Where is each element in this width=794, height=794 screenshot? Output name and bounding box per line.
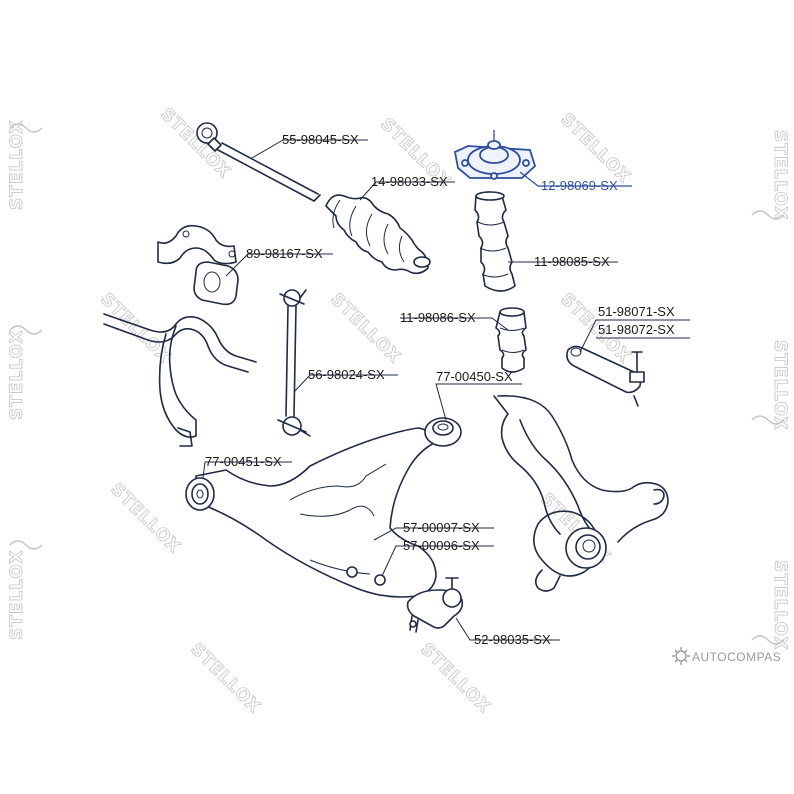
strut-dust-boot-part <box>474 191 516 292</box>
parts-layer <box>103 122 669 633</box>
watermark-logo-icon <box>9 325 43 335</box>
watermark-text: STELLOX <box>7 330 27 420</box>
callout-label-bump-stop: 11-98086-SX <box>400 310 476 325</box>
stabilizer-bushing-part <box>157 224 239 306</box>
tie-rod-end-part <box>566 345 645 407</box>
stabilizer-bar-part <box>103 313 257 447</box>
callout-label-steering-boot: 14-98033-SX <box>371 174 448 189</box>
watermark-text: STELLOX <box>770 560 790 650</box>
callout-label-control-arm-1: 57-00097-SX <box>403 520 480 535</box>
watermark-text: STELLOX <box>106 479 184 557</box>
callout-label-strut-dust-boot: 11-98085-SX <box>534 254 610 269</box>
watermark-logo-icon <box>751 635 785 645</box>
callout-label-ball-joint: 52-98035-SX <box>474 632 551 647</box>
watermark-text: STELLOX <box>7 120 27 210</box>
callout-labels: 55-98045-SX 14-98033-SX 12-98069-SX 89-9… <box>205 132 675 647</box>
callout-label-stabilizer-link: 56-98024-SX <box>308 367 385 382</box>
steering-knuckle-part <box>493 395 669 592</box>
watermark-text: STELLOX <box>96 289 174 367</box>
callout-label-tie-rod-end-2: 51-98072-SX <box>598 322 675 337</box>
arm-bushing-front-part <box>424 417 462 447</box>
callout-label-control-arm-2: 57-00096-SX <box>403 538 480 553</box>
watermark-text: STELLOX <box>416 639 494 717</box>
callout-label-arm-bushing-front: 77-00450-SX <box>436 369 513 384</box>
strut-mount-part <box>453 130 537 180</box>
watermark-text: STELLOX <box>326 289 404 367</box>
callout-label-strut-mount: 12-98069-SX <box>541 178 618 193</box>
watermark-text: STELLOX <box>556 109 634 187</box>
callout-label-tie-rod-end-1: 51-98071-SX <box>598 304 675 319</box>
brand-gear-icon <box>672 647 690 665</box>
callout-label-stabilizer-bushing: 89-98167-SX <box>246 246 323 261</box>
brand-mark: AUTOCOMPAS <box>672 647 781 665</box>
callout-label-inner-tie-rod: 55-98045-SX <box>282 132 359 147</box>
callout-label-arm-bushing-rear: 77-00451-SX <box>205 454 282 469</box>
bump-stop-part <box>495 307 527 373</box>
brand-text: AUTOCOMPAS <box>692 650 781 664</box>
watermark-text: STELLOX <box>7 550 27 640</box>
arm-bushing-rear-part <box>185 477 215 511</box>
callout-lines <box>202 139 690 641</box>
watermark-logo-icon <box>9 123 43 133</box>
stabilizer-link-part <box>277 289 311 437</box>
control-arm-part <box>194 427 437 598</box>
steering-boot-part <box>325 194 431 275</box>
watermark-text: STELLOX <box>770 340 790 430</box>
watermark-logo-icon <box>751 415 785 425</box>
watermark-layer: STELLOX STELLOX STELLOX STELLOX STELLOX … <box>7 104 791 718</box>
inner-tie-rod-part <box>196 122 321 202</box>
watermark-text: STELLOX <box>770 130 790 220</box>
watermark-logo-icon <box>751 210 785 220</box>
ball-joint-part <box>406 577 464 633</box>
watermark-logo-icon <box>9 540 43 550</box>
watermark-text: STELLOX <box>186 639 264 717</box>
